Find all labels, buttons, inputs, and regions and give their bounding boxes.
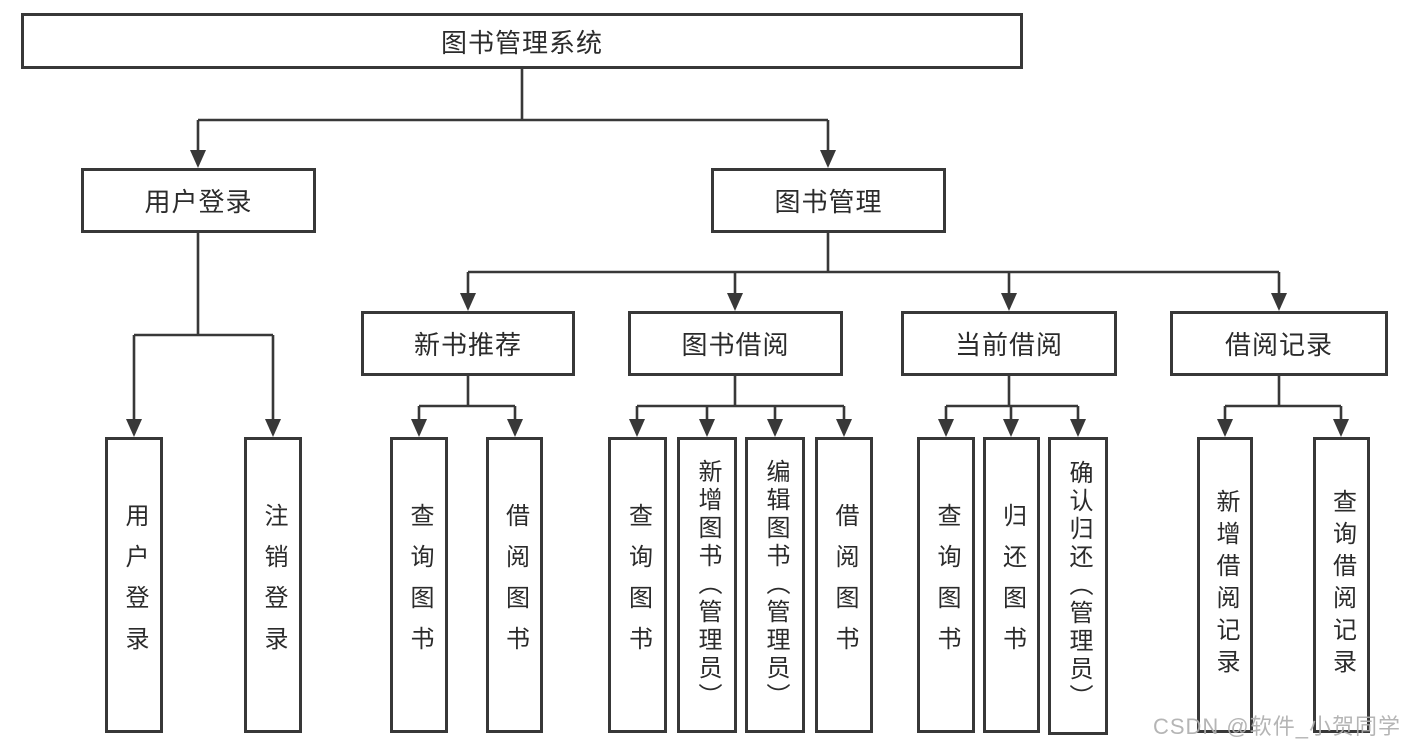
leaf-label: 查询借阅记录 [1328, 489, 1356, 681]
leaf-borrow-books-1: 借阅图书 [486, 437, 543, 733]
leaf-label: 借阅图书 [501, 503, 529, 667]
leaf-label: 查询图书 [624, 503, 652, 667]
node-root-label: 图书管理系统 [440, 27, 603, 58]
leaf-query-books-3: 查询图书 [917, 437, 975, 733]
connector-root [196, 69, 830, 152]
leaf-label: 借阅图书 [831, 503, 858, 667]
leaf-label: 查询图书 [933, 503, 960, 667]
node-book-borrowing: 图书借阅 [628, 311, 843, 376]
leaf-user-login: 用户登录 [105, 437, 163, 733]
node-current-borrowing: 当前借阅 [901, 311, 1117, 376]
leaf-label: 归还图书 [998, 503, 1026, 667]
connector-book-mgmt [466, 233, 1281, 295]
connector-new-books [417, 376, 517, 421]
leaf-label: 注销登录 [260, 503, 287, 667]
leaf-confirm-return-admin: 确认归还（管理员） [1048, 437, 1108, 735]
csdn-watermark: CSDN @软件_小贺同学 [1152, 714, 1401, 739]
leaf-label: 用户登录 [121, 503, 148, 667]
leaf-add-books-admin: 新增图书（管理员） [677, 437, 737, 733]
connector-records [1223, 376, 1343, 421]
node-new-books: 新书推荐 [361, 311, 575, 376]
leaf-label: 编辑图书（管理员） [762, 459, 789, 711]
leaf-label: 查询图书 [406, 503, 433, 667]
node-new-books-label: 新书推荐 [413, 330, 522, 360]
node-book-borrowing-label: 图书借阅 [681, 330, 790, 360]
node-borrow-records: 借阅记录 [1170, 311, 1388, 376]
arrowheads [126, 150, 1349, 437]
node-user-login: 用户登录 [81, 168, 316, 233]
node-current-borrowing-label: 当前借阅 [954, 330, 1063, 360]
node-book-mgmt: 图书管理 [711, 168, 946, 233]
leaf-query-books-2: 查询图书 [608, 437, 667, 733]
connector-user-login [132, 233, 275, 421]
leaf-return-books: 归还图书 [983, 437, 1040, 733]
connector-borrowing [635, 376, 846, 421]
leaf-borrow-books-2: 借阅图书 [815, 437, 873, 733]
leaf-query-books-1: 查询图书 [390, 437, 448, 733]
connector-current [944, 376, 1080, 421]
node-book-mgmt-label: 图书管理 [774, 187, 883, 217]
node-root: 图书管理系统 [21, 13, 1023, 69]
node-borrow-records-label: 借阅记录 [1224, 330, 1333, 360]
node-user-login-label: 用户登录 [144, 187, 253, 217]
leaf-label: 确认归还（管理员） [1065, 460, 1092, 712]
leaf-edit-books-admin: 编辑图书（管理员） [745, 437, 805, 733]
leaf-label: 新增图书（管理员） [694, 459, 721, 711]
leaf-label: 新增借阅记录 [1212, 489, 1239, 681]
leaf-logout: 注销登录 [244, 437, 302, 733]
leaf-query-borrow-record: 查询借阅记录 [1313, 437, 1370, 733]
leaf-add-borrow-record: 新增借阅记录 [1197, 437, 1253, 733]
